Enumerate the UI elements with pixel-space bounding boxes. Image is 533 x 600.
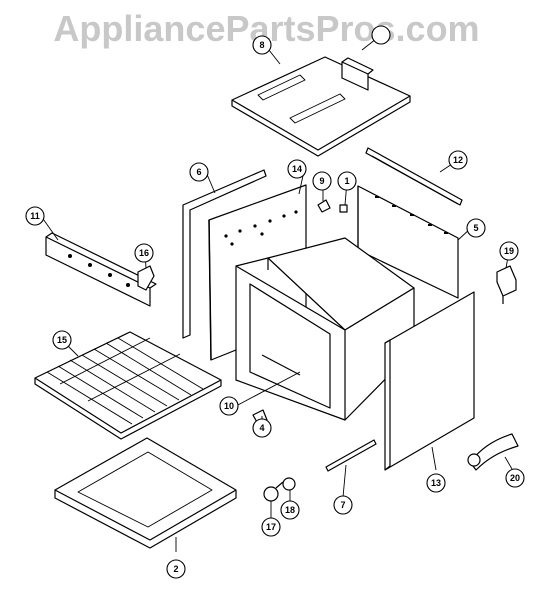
clip-part-9[interactable] — [317, 199, 331, 213]
bottom-panel-part-2[interactable] — [54, 437, 237, 549]
callout-1[interactable]: 1 — [344, 176, 349, 186]
panel-part-13[interactable] — [384, 291, 475, 471]
hose-part-20[interactable] — [467, 433, 519, 471]
bracket-part-11[interactable] — [45, 232, 157, 307]
clip-part-16[interactable] — [137, 265, 155, 291]
component-part-19[interactable] — [496, 265, 517, 304]
side-strip-part-6[interactable] — [182, 169, 267, 339]
callout-4[interactable]: 4 — [259, 423, 264, 433]
oven-rack-part-15[interactable] — [34, 331, 222, 440]
callout-15[interactable]: 15 — [57, 335, 67, 345]
callout-14[interactable]: 14 — [292, 164, 302, 174]
callout-6[interactable]: 6 — [196, 167, 201, 177]
bulb-part-17[interactable] — [263, 481, 284, 502]
callout-10[interactable]: 10 — [224, 401, 234, 411]
right-side-panel-part-5[interactable] — [357, 185, 459, 299]
callout-17[interactable]: 17 — [266, 522, 276, 532]
callouts — [25, 25, 525, 579]
callout-9[interactable]: 9 — [319, 176, 324, 186]
rod-part-7[interactable] — [325, 439, 377, 472]
callout-11[interactable]: 11 — [30, 211, 40, 221]
top-panel-part-8[interactable] — [231, 56, 411, 157]
screw-part-1[interactable] — [339, 204, 348, 213]
callout-7[interactable]: 7 — [340, 500, 345, 510]
oven-cavity-part-10[interactable] — [235, 237, 415, 421]
socket-part-18[interactable] — [282, 477, 296, 491]
callout-19[interactable]: 19 — [504, 246, 514, 256]
callout-13[interactable]: 13 — [431, 478, 441, 488]
callout-5[interactable]: 5 — [473, 223, 478, 233]
callout-12[interactable]: 12 — [453, 155, 463, 165]
callout-16[interactable]: 16 — [139, 248, 149, 258]
callout-2[interactable]: 2 — [173, 564, 178, 574]
rail-part-12[interactable] — [365, 147, 463, 206]
callout-18[interactable]: 18 — [285, 505, 295, 515]
callout-20[interactable]: 20 — [510, 473, 520, 483]
callout-8[interactable]: 8 — [259, 40, 264, 50]
